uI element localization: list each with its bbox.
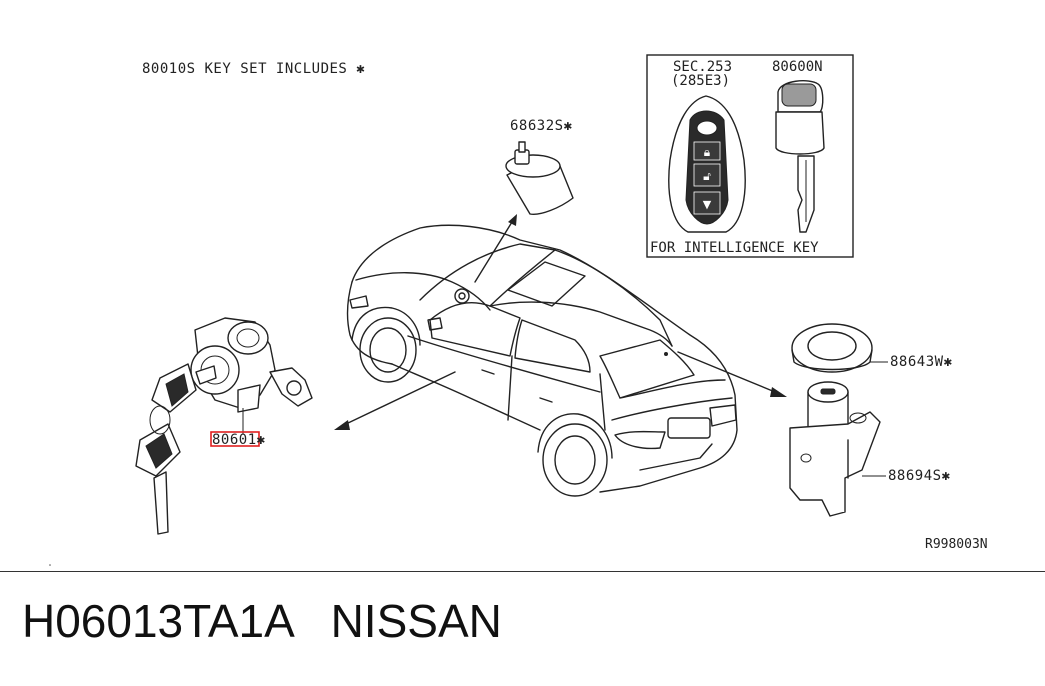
callout-88643w: 88643W✱	[890, 354, 953, 370]
key-set-note: 80010S KEY SET INCLUDES ✱	[142, 61, 365, 77]
highlight-box	[210, 431, 260, 447]
box-caption: FOR INTELLIGENCE KEY	[650, 240, 819, 256]
lock-icon: 🔒︎	[704, 145, 710, 159]
blank-key	[775, 80, 825, 233]
callout-68632s: 68632S✱	[510, 118, 573, 134]
unlock-icon: 🔓︎	[703, 169, 711, 183]
car-illustration	[346, 224, 738, 497]
footer-part-number: H06013TA1A	[22, 595, 293, 647]
blank-key-number: 80600N	[772, 59, 823, 75]
trunk-icon: ▼	[703, 198, 712, 211]
callout-88694s: 88694S✱	[888, 468, 951, 484]
intelligence-key-box: SEC.253 (285E3) 80600N FOR INTELLIGENCE …	[646, 54, 854, 258]
escutcheon-88643w	[791, 323, 873, 373]
trunk-cylinder-88694s	[789, 381, 881, 517]
callout-80601: 80601✱	[212, 432, 266, 448]
part-68632s	[505, 141, 574, 215]
reference-code: R998003N	[925, 537, 988, 552]
sec-sub-reference: (285E3)	[671, 73, 730, 89]
footer-divider	[0, 571, 1045, 572]
footer-brand: NISSAN	[330, 595, 502, 647]
leader-arrows	[334, 214, 787, 430]
key-cylinder-assembly	[135, 317, 313, 535]
sec-reference: SEC.253	[673, 59, 732, 75]
footer: H06013TA1A NISSAN	[22, 596, 502, 647]
